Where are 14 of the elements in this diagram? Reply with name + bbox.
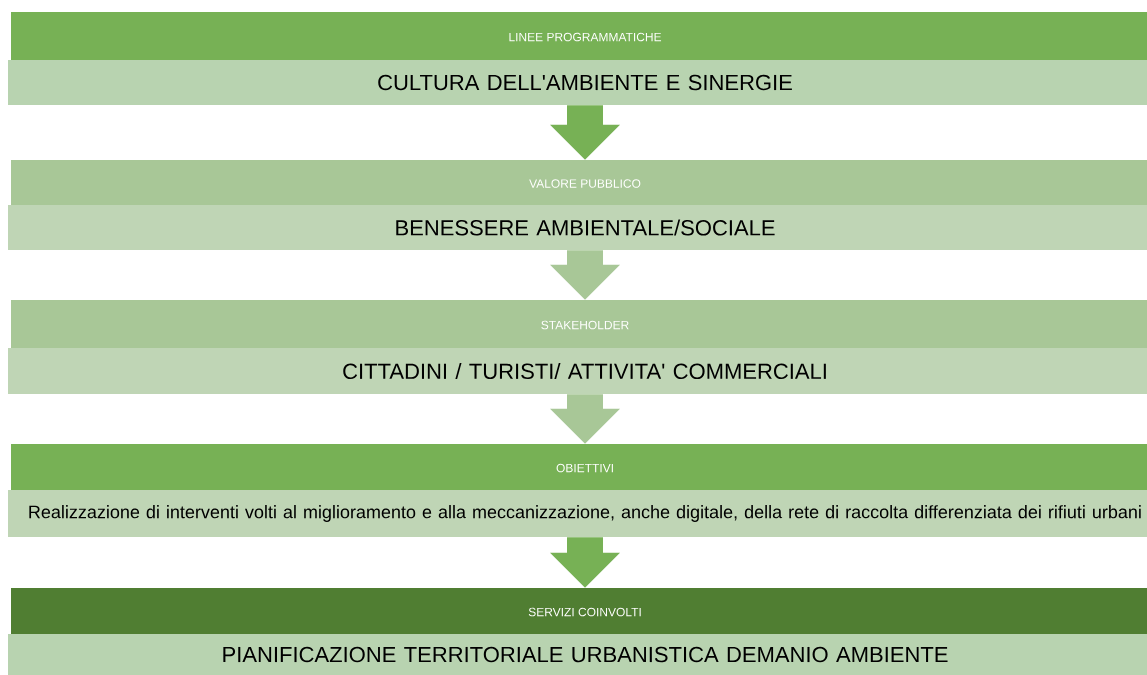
stage-band: VALORE PUBBLICO BENESSERE AMBIENTALE/SOCIALE <box>8 160 1147 250</box>
node-label: PIANIFICAZIONE TERRITORIALE URBANISTICA DEMANIO AMBIENTE <box>223 646 948 663</box>
block-arrow <box>550 250 620 300</box>
stage-band: STAKEHOLDER CITTADINI / TURISTI/ ATTIVITA' COMMERCIALI <box>8 300 1147 394</box>
stage-band: SERVIZI COINVOLTI PIANIFICAZIONE TERRITORIALE URBANISTICA DEMANIO AMBIENTE <box>8 588 1147 675</box>
block-arrow <box>550 394 620 444</box>
block-arrow <box>550 537 620 588</box>
node-label: CULTURA DELL'AMBIENTE E SINERGIE <box>378 74 792 91</box>
node-label: VALORE PUBBLICO <box>529 179 641 188</box>
node-label: OBIETTIVI <box>556 463 613 473</box>
stage-band: LINEE PROGRAMMATICHE CULTURA DELL'AMBIENTE E SINERGIE <box>8 12 1147 105</box>
node-label: CITTADINI / TURISTI/ ATTIVITA' COMMERCIALI <box>343 362 826 380</box>
block-arrow <box>550 105 620 160</box>
stage-band: OBIETTIVI Realizzazione di interventi volti al miglioramento e alla meccanizzazione, anche digitale, della rete di raccolta differenziata dei rifiuti urbani <box>8 444 1147 537</box>
